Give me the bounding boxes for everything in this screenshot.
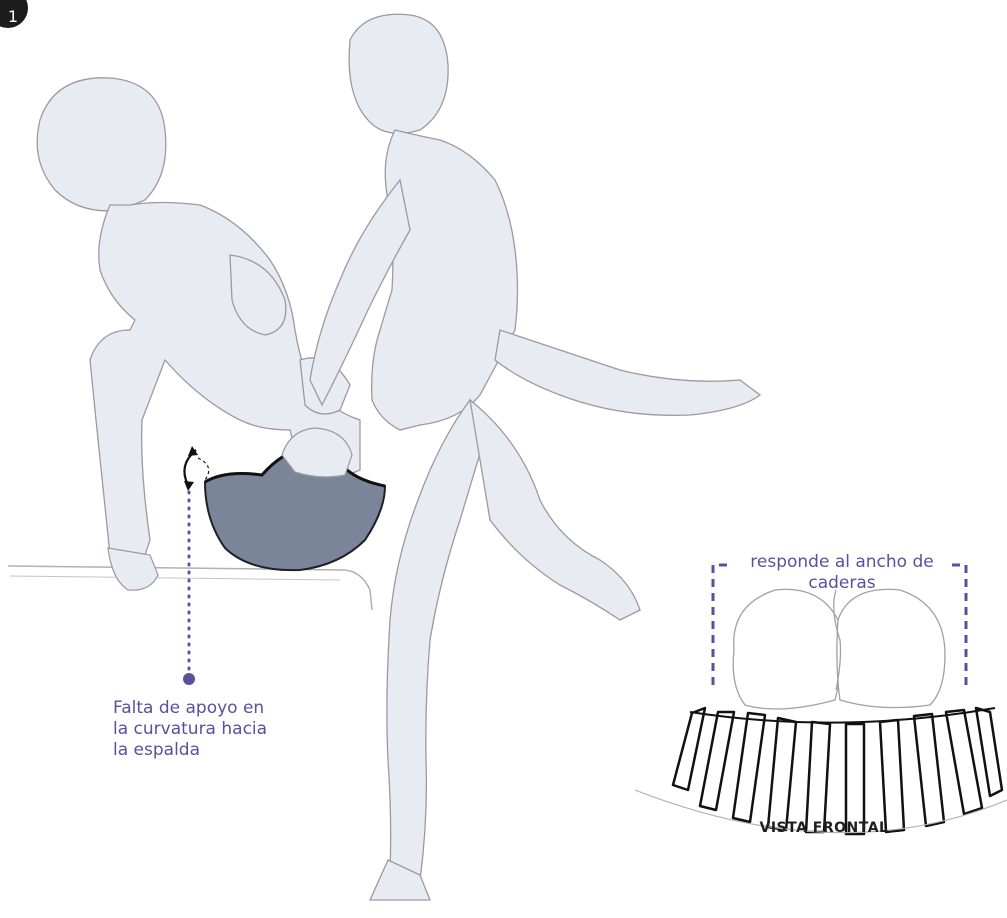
front-view-cushion-segments	[673, 708, 1002, 834]
support-annotation-line2: la curvatura hacia	[113, 719, 313, 740]
support-annotation: Falta de apoyo en la curvatura hacia la …	[113, 698, 313, 761]
woman-hand	[108, 548, 158, 590]
hip-width-annotation-line1: responde al ancho de	[711, 552, 973, 573]
hip-width-annotation-line2: caderas	[711, 573, 973, 594]
support-annotation-line1: Falta de apoyo en	[113, 698, 313, 719]
hip-width-annotation: responde al ancho de caderas	[711, 552, 973, 594]
dotted-pointer-icon	[183, 492, 195, 685]
front-view-label: VISTA FRONTAL	[744, 820, 904, 836]
bed-edge-front	[10, 576, 340, 580]
front-view-hips	[733, 589, 945, 709]
support-annotation-line3: la espalda	[113, 740, 313, 761]
